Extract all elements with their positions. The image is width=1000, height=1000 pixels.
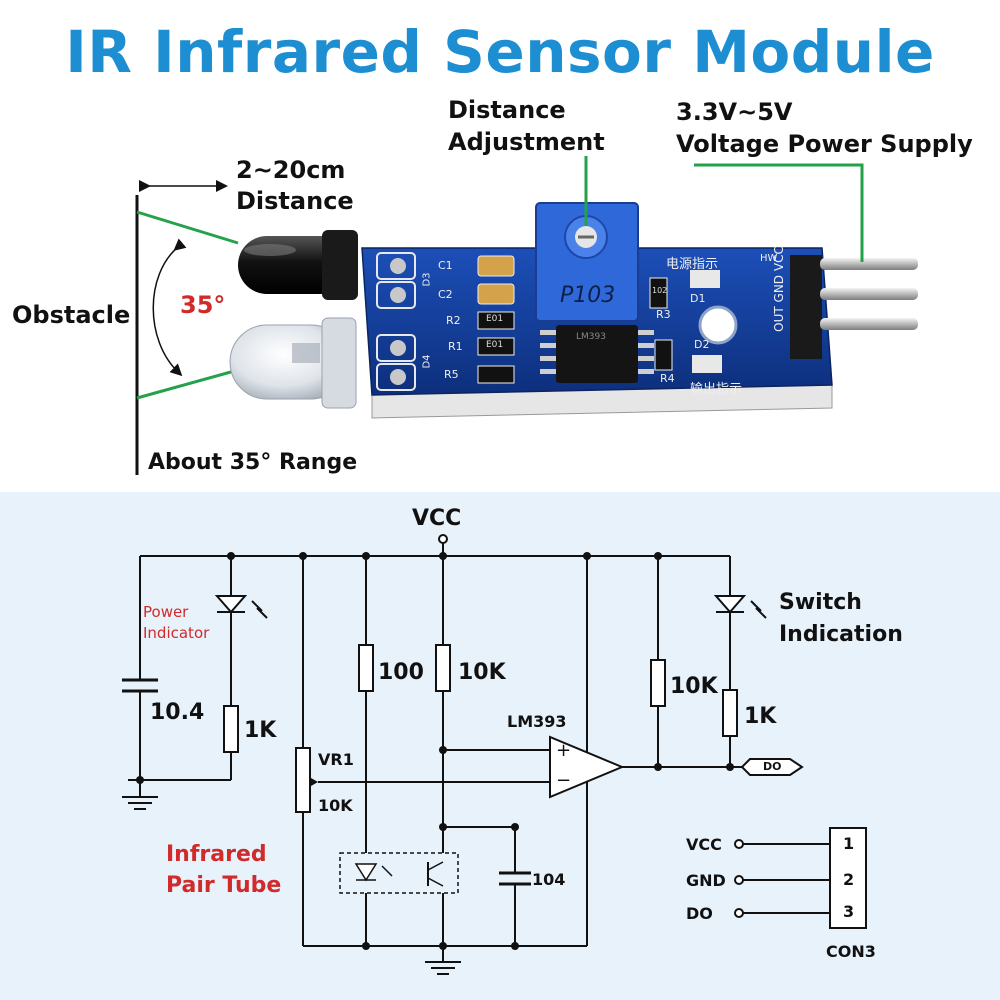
- con-gnd-label: GND: [686, 871, 726, 890]
- opamp-minus: −: [556, 770, 572, 791]
- vr1-symbol: [295, 747, 318, 813]
- cap-104-label: 104: [532, 870, 566, 889]
- con-pin-3: 3: [843, 902, 855, 921]
- silk-r5: R5: [444, 368, 459, 381]
- led-pads: [376, 252, 416, 391]
- page-title: IR Infrared Sensor Module: [65, 18, 935, 86]
- schematic-wires: [128, 542, 750, 962]
- con-do-label: DO: [686, 904, 713, 923]
- adjust-label-line2: Adjustment: [448, 128, 605, 156]
- distance-value: 2~20cm: [236, 156, 346, 184]
- ir-receiver-led: [238, 230, 358, 300]
- r-1k-left-label: 1K: [244, 718, 277, 743]
- silk-d3: D3: [421, 272, 433, 287]
- out-tag-label: DO: [763, 760, 782, 773]
- header-pins: [790, 255, 918, 359]
- switch-indication-line1: Switch: [779, 590, 862, 615]
- con3-label: CON3: [826, 942, 876, 961]
- ir-pair-line2: Pair Tube: [166, 873, 282, 898]
- con-vcc-label: VCC: [686, 835, 722, 854]
- vr1-label: VR1: [318, 750, 354, 769]
- r-10k-mid-label: 10K: [458, 660, 506, 685]
- power-label-line2: Voltage Power Supply: [676, 130, 973, 158]
- power-label-line1: 3.3V~5V: [676, 98, 793, 126]
- silk-c1: C1: [438, 259, 453, 272]
- board-output-text: 输出指示: [690, 382, 743, 397]
- cap-10-4-label: 10.4: [150, 700, 205, 725]
- ground-symbols: [122, 796, 461, 975]
- schematic-leds: [214, 595, 767, 619]
- silk-r2: R2: [446, 314, 461, 327]
- vcc-top-label: VCC: [412, 506, 462, 531]
- power-indicator-line1: Power: [143, 603, 189, 621]
- con3-connector: [734, 827, 867, 929]
- switch-indication-line2: Indication: [779, 622, 903, 647]
- schematic-capacitors: [122, 678, 531, 886]
- chip-marking: LM393: [576, 332, 606, 342]
- mounting-hole: [698, 305, 738, 345]
- range-label: About 35° Range: [148, 450, 358, 475]
- schematic-resistors: [223, 644, 738, 753]
- callout-lines: [584, 156, 864, 262]
- silk-c2: C2: [438, 288, 453, 301]
- silk-r3: R3: [656, 308, 671, 321]
- r-1k-right-label: 1K: [744, 704, 777, 729]
- ir-pair-tube-symbol: [339, 852, 459, 894]
- distance-label: Distance: [236, 187, 354, 215]
- lm393-label: LM393: [507, 712, 567, 731]
- vr1-value-label: 10K: [318, 796, 353, 815]
- silk-r4: R4: [660, 372, 675, 385]
- output-tag: [740, 758, 804, 776]
- ir-pair-line1: Infrared: [166, 842, 267, 867]
- power-indicator-line2: Indicator: [143, 624, 210, 642]
- opamp-plus: +: [556, 740, 572, 761]
- silk-d2: D2: [694, 338, 710, 351]
- angle-label: 35°: [180, 291, 226, 319]
- schematic-junctions: [136, 534, 734, 950]
- smd-components: [477, 255, 722, 384]
- smd-code-1: E01: [486, 314, 504, 324]
- angle-arc: [152, 238, 187, 377]
- silk-d1: D1: [690, 292, 706, 305]
- beam-lines: [136, 210, 239, 400]
- lm393-opamp-symbol: [549, 735, 625, 799]
- board-power-text: 电源指示: [666, 257, 719, 272]
- con-pin-1: 1: [843, 834, 855, 853]
- smd-code-2: E01: [486, 340, 504, 350]
- r-100-label: 100: [378, 660, 424, 685]
- adjust-label-line1: Distance: [448, 96, 566, 124]
- silk-r1: R1: [448, 340, 463, 353]
- r-10k-right-label: 10K: [670, 674, 718, 699]
- smd-code-3: 102: [652, 286, 668, 295]
- ir-emitter-led: [229, 317, 357, 409]
- lm393-chip: [540, 325, 654, 383]
- pot-marking: P103: [560, 283, 616, 308]
- con-pin-2: 2: [843, 870, 855, 889]
- board-hw-text: HW: [760, 253, 778, 264]
- obstacle-label: Obstacle: [12, 301, 131, 329]
- silk-d4: D4: [421, 354, 433, 369]
